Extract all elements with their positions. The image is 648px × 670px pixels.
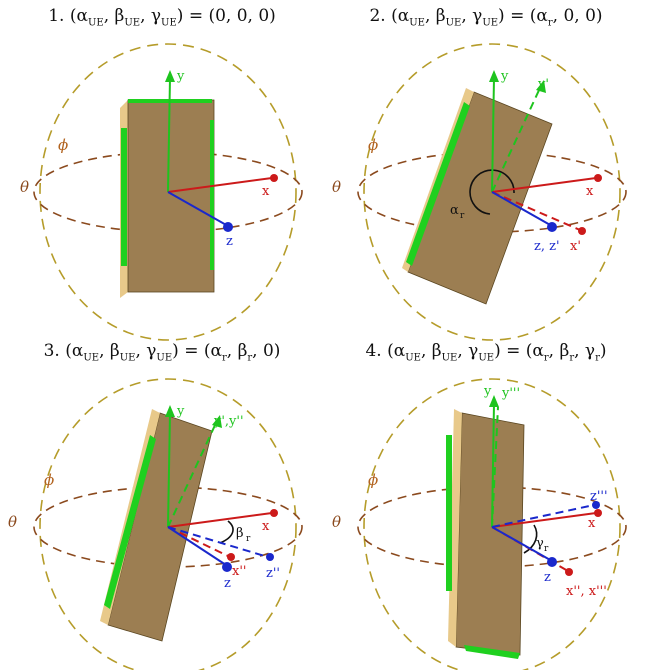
x-axis [491,177,597,193]
y-triple-prime-label: y''' [501,386,520,401]
phone-device [446,409,525,659]
x-label: x [262,519,270,534]
y-prime-label: y' [537,77,549,92]
y-label: y [500,69,509,84]
y-label: y [176,404,185,419]
panel-1-diagram: ϕ θ y x z [20,43,303,341]
alpha-label: α [450,203,459,218]
theta-label: θ [20,178,29,196]
theta-label: θ [332,513,341,531]
x-label: x [262,184,270,199]
x-label: x [586,184,594,199]
y-axis [167,412,171,528]
y-prime-axis [491,87,541,193]
y-axis [491,77,495,193]
z-axis [491,191,553,227]
x-label: x [588,516,596,531]
y-double-prime-label: y',y'' [213,414,244,429]
panel-3-diagram: ϕ θ β r y y',y'' x x'' z z'' [8,378,303,670]
beta-label: β [236,526,244,541]
panel-3: 3. (αUE, βUE, γUE) = (αr, βr, 0) ϕ θ β r [0,335,324,670]
gamma-label: γ [536,536,544,551]
phi-label: ϕ [368,471,378,489]
x-axis [167,512,273,528]
phone-device [120,99,215,298]
z-double-prime-axis [167,526,269,558]
beta-sub: r [246,534,251,544]
x-double-prime-axis [167,526,231,558]
x-prime-axis [491,191,581,231]
z-label: z, z' [534,239,560,254]
x-triple-prime-label: x'', x''' [566,584,607,599]
z-axis [167,191,229,227]
panel-2-diagram: ϕ θ α r y y' x x' z, z' [332,43,627,341]
y-triple-prime-axis [491,406,499,528]
y-label: y [483,384,492,399]
theta-label: θ [8,513,17,531]
z-axis [491,526,553,562]
phi-ring [39,43,297,341]
panel-2-title: 2. (αUE, βUE, γUE) = (αr, 0, 0) [369,6,603,29]
gamma-sub: r [544,544,549,554]
panel-4: 4. (αUE, βUE, γUE) = (αr, βr, γr) ϕ θ γ … [324,335,648,670]
z-axis [167,526,227,566]
z-label: z [226,234,233,249]
panel-4-diagram: ϕ θ γ r y y''' x x'', x''' z z''' [332,378,627,670]
x-axis [491,512,597,528]
phi-ring [39,378,297,670]
y-axis [167,77,171,193]
phi-label: ϕ [44,471,54,489]
panel-2: 2. (αUE, βUE, γUE) = (αr, 0, 0) ϕ θ α r … [324,0,648,341]
panel-1: 1. (αUE, βUE, γUE) = (0, 0, 0) ϕ θ y x z [0,0,324,341]
phone-device [402,88,553,305]
y-label: y [176,69,185,84]
z-label: z [224,576,231,591]
phone-device [100,409,213,642]
y-double-prime-axis [167,422,217,528]
panel-4-title: 4. (αUE, βUE, γUE) = (αr, βr, γr) [365,341,607,364]
alpha-sub: r [460,211,465,221]
alpha-arc [469,169,515,215]
z-triple-prime-label: z''' [590,489,608,504]
phi-ring [363,43,621,341]
x-axis [167,177,273,193]
gamma-arc [523,524,538,554]
theta-label: θ [332,178,341,196]
x-prime-label: x' [570,239,581,254]
z-label: z [544,570,551,585]
phi-label: ϕ [368,136,378,154]
phi-ring [363,378,621,670]
x-double-prime-label: x'' [232,564,246,579]
panel-3-title: 3. (αUE, βUE, γUE) = (αr, βr, 0) [43,341,281,364]
panel-1-title: 1. (αUE, βUE, γUE) = (0, 0, 0) [48,6,276,29]
z-double-prime-label: z'' [266,566,280,581]
phi-label: ϕ [58,136,68,154]
beta-arc [219,520,234,544]
z-triple-prime-axis [491,504,595,528]
